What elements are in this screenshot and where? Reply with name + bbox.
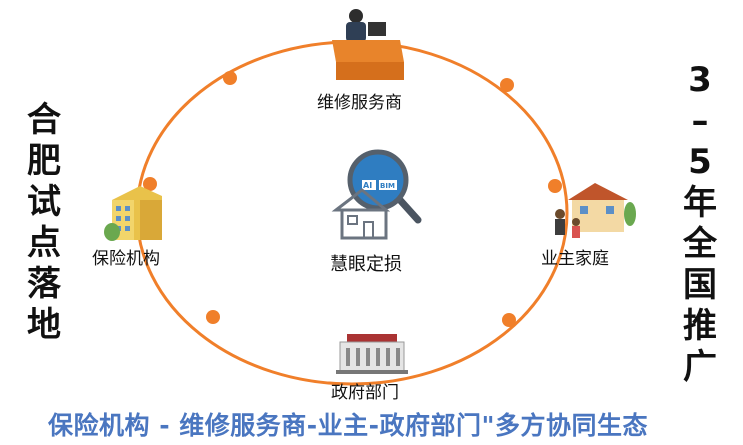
insurance-building-icon — [104, 186, 162, 241]
ai-bim-magnifier-icon — [331, 149, 422, 240]
left-title-char: 试 — [27, 182, 61, 222]
center-label: 慧眼定损 — [330, 254, 402, 275]
left-title-char: 肥 — [27, 141, 61, 181]
homeowner-house-icon — [555, 183, 636, 238]
right-title-char: 年 — [683, 183, 717, 223]
right-title-char: 5 — [688, 142, 712, 182]
node-government: 政府部门 — [331, 383, 399, 403]
ai-badge: AI — [363, 181, 373, 190]
right-title: 3 – 5 年 全 国 推 广 — [678, 60, 722, 388]
right-title-char: 推 — [683, 306, 717, 346]
node-repair-service: 维修服务商 — [317, 93, 402, 113]
footer-caption: 保险机构 - 维修服务商-业主-政府部门"多方协同生态 — [48, 411, 649, 440]
node-homeowner: 业主家庭 — [541, 249, 609, 269]
bim-badge: BIM — [380, 182, 395, 190]
left-title-char: 合 — [27, 100, 61, 140]
ring-dot — [500, 78, 514, 92]
right-title-char: 广 — [683, 347, 717, 387]
right-title-char: – — [691, 101, 709, 141]
left-title-char: 落 — [27, 264, 61, 304]
ring-dot — [223, 71, 237, 85]
right-title-char: 3 — [688, 60, 712, 100]
right-title-char: 国 — [683, 265, 717, 305]
ring-dot — [143, 177, 157, 191]
ring-dot — [548, 179, 562, 193]
repair-service-icon — [332, 9, 404, 80]
left-title-char: 地 — [27, 305, 61, 345]
government-building-icon — [336, 334, 408, 374]
node-insurance: 保险机构 — [92, 249, 160, 269]
right-title-char: 全 — [683, 224, 717, 264]
left-title-char: 点 — [27, 223, 61, 263]
ring-dot — [502, 313, 516, 327]
ring-dot — [206, 310, 220, 324]
left-title: 合肥试点落地 — [22, 100, 66, 346]
